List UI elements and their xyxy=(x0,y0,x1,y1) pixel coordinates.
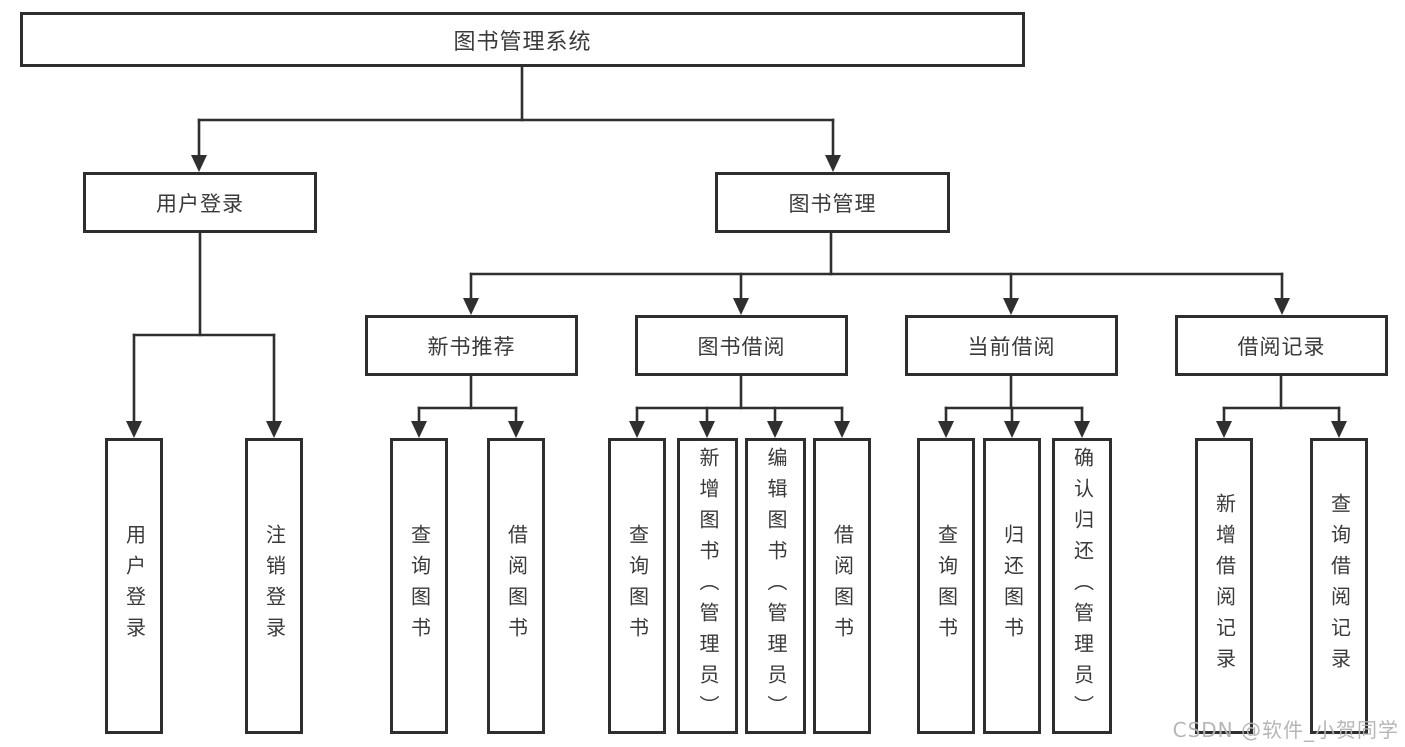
leaf-borrow-add-books-admin: 新增图书（管理员） xyxy=(677,438,738,734)
node-book-borrowing: 图书借阅 xyxy=(635,315,848,376)
csdn-watermark: CSDN @软件_小贺同学 xyxy=(1172,718,1399,742)
node-book-management: 图书管理 xyxy=(715,172,950,233)
leaf-user-login-label: 用户登录 xyxy=(122,524,147,648)
leaf-borrow-add-books-admin-label: 新增图书（管理员） xyxy=(696,446,720,726)
leaf-current-query-books: 查询图书 xyxy=(917,438,975,734)
leaf-records-add-record: 新增借阅记录 xyxy=(1195,438,1253,734)
node-user-login: 用户登录 xyxy=(83,172,317,233)
node-borrowing-records: 借阅记录 xyxy=(1175,315,1388,376)
leaf-logout: 注销登录 xyxy=(245,438,303,734)
leaf-current-confirm-return-admin-label: 确认归还（管理员） xyxy=(1070,446,1095,726)
leaf-borrow-query-books: 查询图书 xyxy=(608,438,666,734)
leaf-current-confirm-return-admin: 确认归还（管理员） xyxy=(1052,438,1112,734)
leaf-records-query-record-label: 查询借阅记录 xyxy=(1327,493,1352,679)
leaf-current-query-books-label: 查询图书 xyxy=(934,524,959,648)
leaf-rec-borrow-books: 借阅图书 xyxy=(487,438,545,734)
leaf-borrow-borrow-books-label: 借阅图书 xyxy=(830,524,855,648)
node-book-management-label: 图书管理 xyxy=(788,191,877,216)
leaf-borrow-edit-books-admin-label: 编辑图书（管理员） xyxy=(764,446,788,726)
node-current-borrowing-label: 当前借阅 xyxy=(967,334,1056,359)
node-borrowing-records-label: 借阅记录 xyxy=(1237,334,1326,359)
leaf-borrow-borrow-books: 借阅图书 xyxy=(813,438,871,734)
leaf-logout-label: 注销登录 xyxy=(262,524,287,648)
node-current-borrowing: 当前借阅 xyxy=(905,315,1118,376)
leaf-rec-query-books: 查询图书 xyxy=(390,438,448,734)
leaf-current-return-books: 归还图书 xyxy=(983,438,1041,734)
node-new-book-recommend-label: 新书推荐 xyxy=(427,334,516,359)
leaf-records-query-record: 查询借阅记录 xyxy=(1310,438,1368,734)
leaf-borrow-edit-books-admin: 编辑图书（管理员） xyxy=(745,438,806,734)
node-new-book-recommend: 新书推荐 xyxy=(365,315,578,376)
leaf-rec-borrow-books-label: 借阅图书 xyxy=(504,524,529,648)
node-user-login-label: 用户登录 xyxy=(156,191,244,216)
leaf-borrow-query-books-label: 查询图书 xyxy=(625,524,650,648)
leaf-current-return-books-label: 归还图书 xyxy=(1000,524,1025,648)
node-library-system: 图书管理系统 xyxy=(20,12,1025,67)
node-library-system-label: 图书管理系统 xyxy=(453,29,592,55)
leaf-records-add-record-label: 新增借阅记录 xyxy=(1212,493,1237,679)
node-book-borrowing-label: 图书借阅 xyxy=(697,334,786,359)
leaf-rec-query-books-label: 查询图书 xyxy=(407,524,432,648)
leaf-user-login: 用户登录 xyxy=(105,438,163,734)
